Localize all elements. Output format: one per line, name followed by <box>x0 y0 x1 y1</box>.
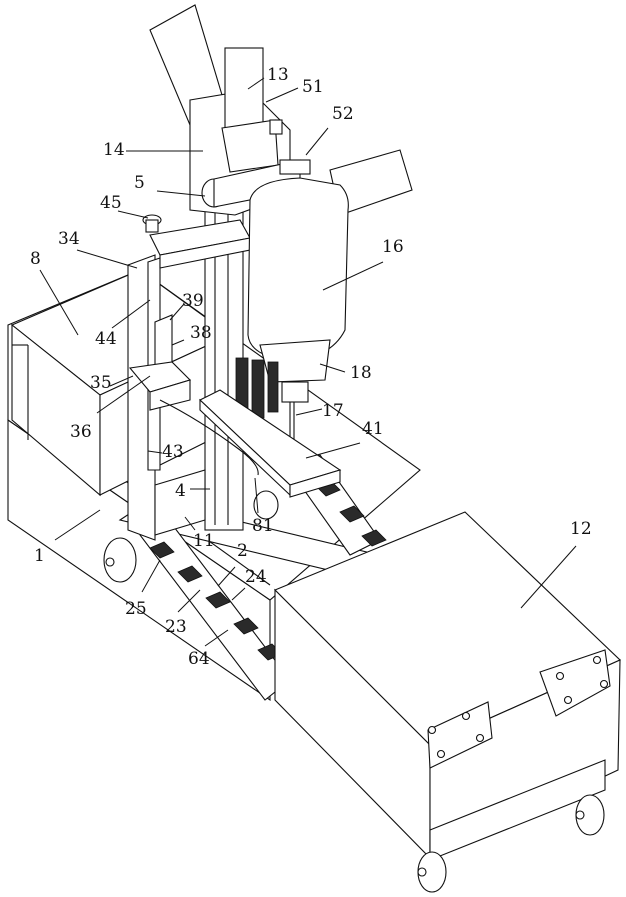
label-13: 13 <box>267 65 289 85</box>
label-44: 44 <box>95 329 117 349</box>
wheels-base <box>103 537 137 583</box>
chain-link <box>205 591 231 609</box>
label-51: 51 <box>302 77 324 97</box>
label-36: 36 <box>70 422 92 442</box>
label-14: 14 <box>103 140 125 160</box>
label-35: 35 <box>90 373 112 393</box>
chain-link <box>233 617 259 635</box>
label-38: 38 <box>190 323 212 343</box>
label-64: 64 <box>188 649 210 669</box>
label-17: 17 <box>322 401 344 421</box>
label-45: 45 <box>100 193 122 213</box>
leader-lines <box>39 77 577 647</box>
label-11: 11 <box>193 531 215 551</box>
label-39: 39 <box>182 291 204 311</box>
label-81: 81 <box>252 516 274 536</box>
drill-motor <box>235 177 349 450</box>
label-8: 8 <box>30 249 41 269</box>
label-4: 4 <box>175 481 186 501</box>
label-16: 16 <box>382 237 404 257</box>
chain-link <box>177 565 203 583</box>
label-43: 43 <box>162 442 184 462</box>
work-table <box>159 389 342 520</box>
reference-labels: 13 51 52 14 5 45 34 8 16 39 44 38 18 35 … <box>30 65 592 669</box>
label-18: 18 <box>350 363 372 383</box>
label-12: 12 <box>570 519 592 539</box>
chain-link <box>149 541 175 559</box>
label-52: 52 <box>332 104 354 124</box>
label-41: 41 <box>362 419 384 439</box>
label-23: 23 <box>165 617 187 637</box>
drill-head-top <box>149 4 413 216</box>
label-34: 34 <box>58 229 80 249</box>
chain-link <box>361 529 387 547</box>
slide-block <box>128 314 192 411</box>
box-12 <box>274 511 621 893</box>
label-5: 5 <box>134 173 145 193</box>
chain-link <box>339 505 365 523</box>
label-24: 24 <box>245 567 267 587</box>
label-25: 25 <box>125 599 147 619</box>
label-2: 2 <box>237 541 248 561</box>
label-1: 1 <box>34 546 45 566</box>
